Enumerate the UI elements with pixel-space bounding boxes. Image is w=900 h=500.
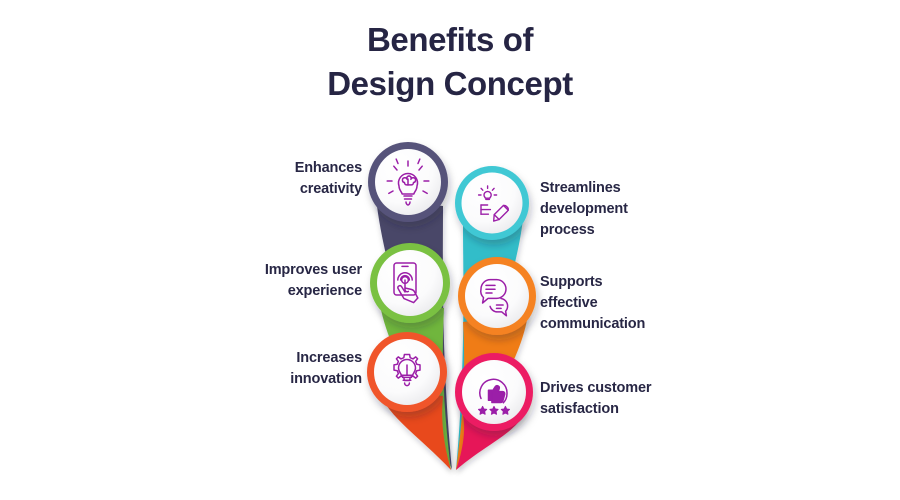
label-enhances-creativity: Enhances creativity — [294, 160, 362, 198]
pin-enhances-creativity[interactable] — [368, 142, 448, 222]
pin-streamlines-development-process[interactable] — [455, 166, 529, 240]
pin-disc-improves-user-experience — [377, 250, 443, 316]
tap-phone-icon — [393, 262, 419, 304]
pin-drives-customer-satisfaction[interactable] — [455, 353, 533, 431]
label-increases-innovation: Increases innovation — [290, 350, 362, 388]
page-title: Benefits of Design Concept — [327, 21, 573, 102]
pin-disc-supports-effective-communication — [465, 264, 529, 328]
speech-bubbles-icon — [480, 278, 509, 317]
pencil-idea-icon — [477, 185, 509, 222]
pin-supports-effective-communication[interactable] — [458, 257, 536, 335]
pin-disc-streamlines-development-process — [461, 172, 523, 234]
label-streamlines-development-process: Streamlines development process — [540, 180, 628, 239]
lightbulb-brain-icon — [386, 158, 430, 206]
label-supports-effective-communication: Supports effective communication — [540, 274, 646, 333]
thumbs-up-stars-icon — [478, 378, 510, 415]
pin-improves-user-experience[interactable] — [370, 243, 450, 323]
lightbulb-gear-icon — [393, 353, 421, 387]
label-improves-user-experience: Improves user experience — [264, 262, 362, 300]
label-drives-customer-satisfaction: Drives customer satisfaction — [540, 380, 652, 418]
pin-increases-innovation[interactable] — [367, 332, 447, 412]
